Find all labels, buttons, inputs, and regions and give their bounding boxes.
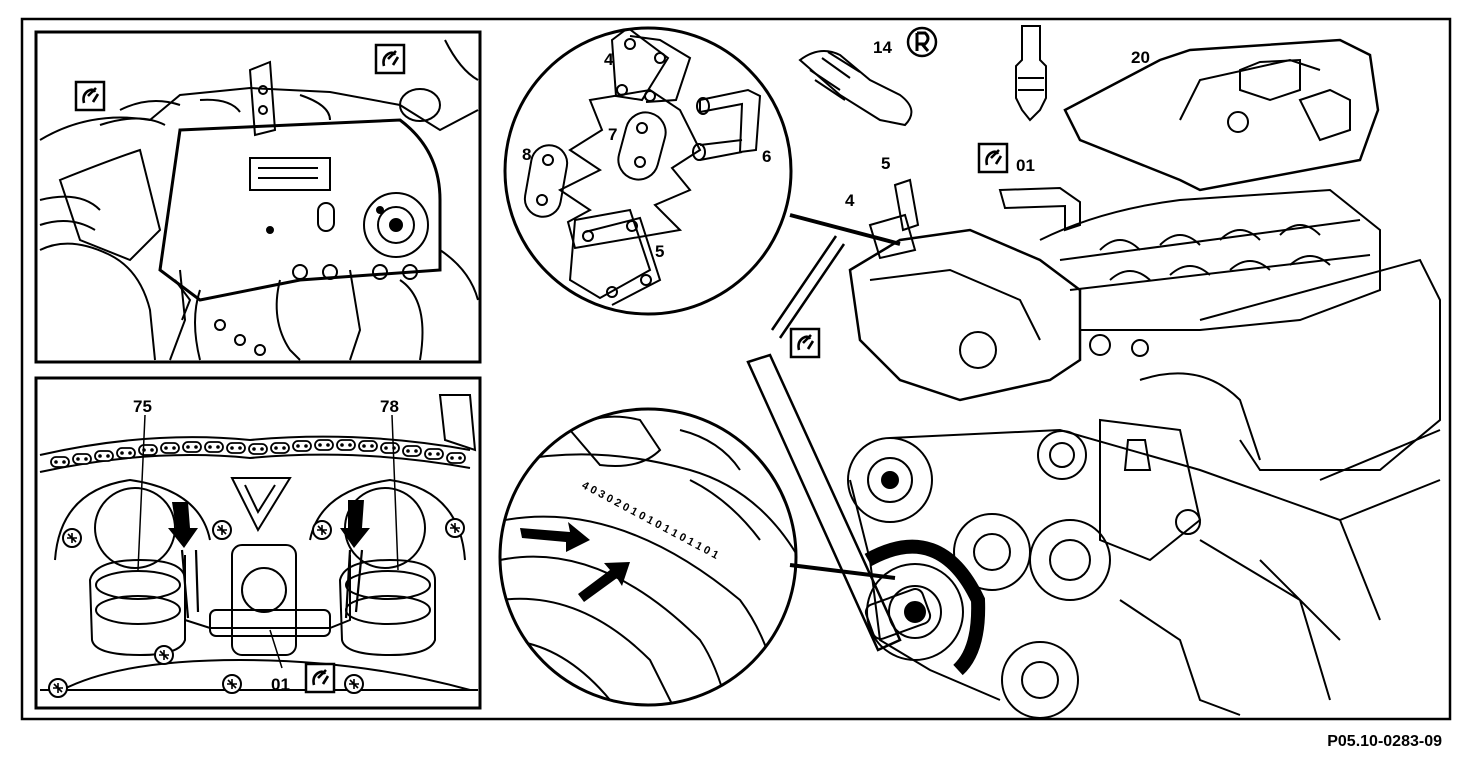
arrow-icon (340, 500, 370, 548)
label-detail-6: 6 (762, 147, 771, 166)
label-part-01-top: 01 (1016, 156, 1035, 175)
label-part-75: 75 (133, 397, 152, 416)
inset-upper-left (34, 30, 482, 364)
label-detail-4: 4 (604, 50, 614, 69)
label-detail-5: 5 (655, 242, 664, 261)
detail-timing-scale: 4 0 3 0 2 0 1 0 1 0 1 1 0 1 1 0 1 (498, 407, 896, 707)
special-tool-icon (74, 80, 106, 112)
special-tool-icon (789, 327, 821, 359)
arrow-icon (168, 502, 198, 548)
engine-illustration (746, 25, 1441, 719)
arrow-icon (578, 562, 630, 602)
special-tool-icon (304, 662, 336, 694)
special-tool-icon (374, 43, 406, 75)
label-part-20: 20 (1131, 48, 1150, 67)
info-icon (906, 26, 938, 58)
arrow-icon (520, 522, 590, 552)
detail-chain-link (503, 26, 901, 316)
label-part-14: 14 (873, 38, 892, 57)
figure-reference: P05.10-0283-09 (1327, 733, 1442, 750)
label-part-01-bottom: 01 (271, 675, 290, 694)
inset-lower-left (34, 376, 482, 710)
label-part-78: 78 (380, 397, 399, 416)
label-detail-7: 7 (608, 125, 617, 144)
label-detail-8: 8 (522, 145, 531, 164)
label-part-5-top: 5 (881, 154, 890, 173)
special-tool-icon (977, 142, 1009, 174)
label-part-4-top: 4 (845, 191, 855, 210)
outer-frame (20, 17, 1452, 721)
